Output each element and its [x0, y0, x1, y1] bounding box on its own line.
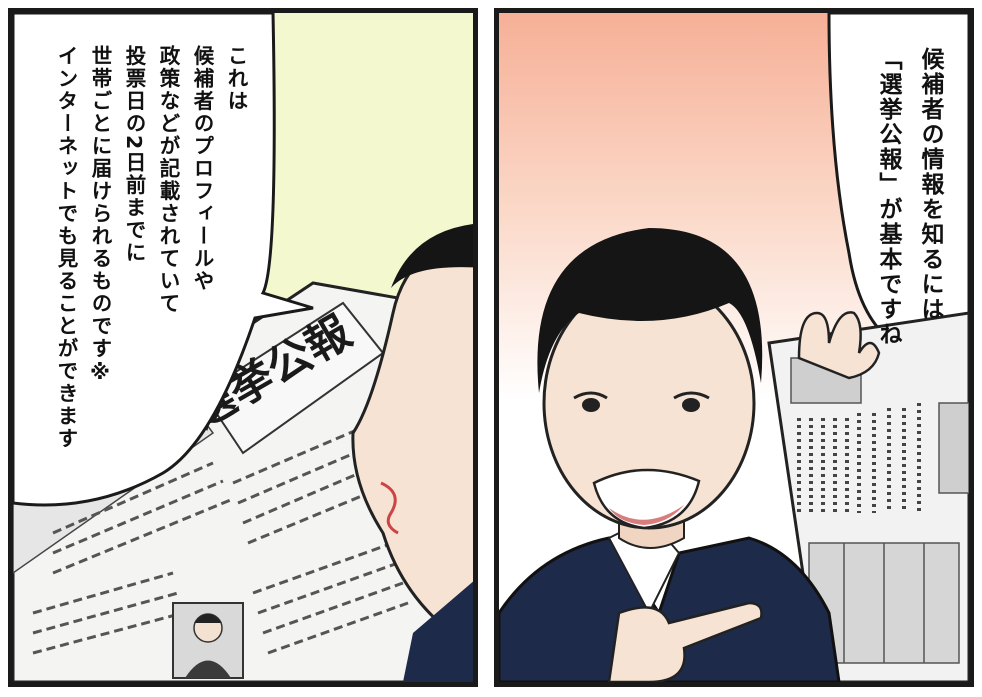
reading-man-illustration: 選挙公報: [13, 13, 473, 682]
speech-line: 世帯ごとに届けられるものです※: [88, 45, 112, 386]
man-hair: [391, 224, 473, 288]
speech-line: 投票日の2日前までに: [122, 45, 146, 264]
speech-line: 候補者のプロフィールや: [190, 45, 214, 293]
speech-line: 候補者の情報を知るには: [917, 47, 943, 322]
man-face: [351, 233, 473, 650]
man-suit: [403, 581, 473, 682]
pointing-hand: [607, 601, 763, 682]
presenter-illustration: [499, 13, 969, 682]
manga-panel-left: 選挙公報: [8, 8, 478, 687]
speech-line: インターネットでも見ることができます: [54, 45, 78, 450]
manga-panel-right: 候補者の情報を知るには 「選挙公報」が基本ですね: [494, 8, 974, 687]
speech-bubble-left: [13, 13, 314, 507]
speech-line: これは: [224, 45, 248, 113]
presenter-suit: [499, 536, 841, 682]
presenter-hair: [537, 228, 763, 393]
holding-hand: [797, 311, 881, 380]
speech-line: 「選挙公報」が基本ですね: [875, 47, 901, 347]
speech-line: 政策などが記載されていて: [156, 45, 180, 315]
speech-text-left: これは 候補者のプロフィールや 政策などが記載されていて 投票日の2日前までに …: [49, 45, 253, 475]
speech-text-right: 候補者の情報を知るには 「選挙公報」が基本ですね: [867, 47, 951, 367]
